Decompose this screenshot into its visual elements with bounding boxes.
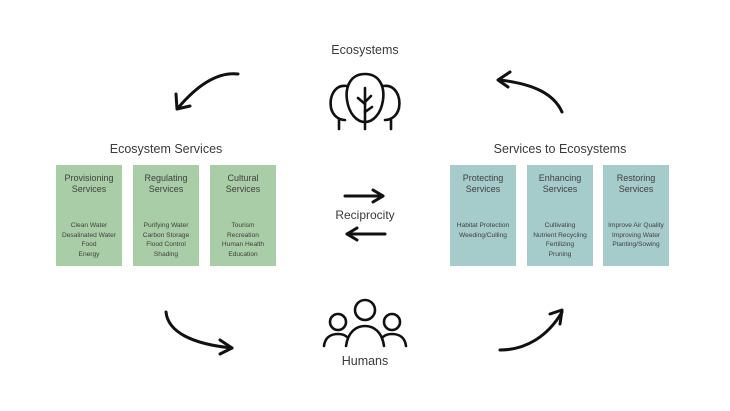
people-group-icon	[322, 298, 408, 348]
ecosystem-services-title: Ecosystem Services	[109, 142, 223, 156]
box-title: Services	[542, 184, 578, 194]
box-title: Enhancing	[538, 173, 582, 183]
box-item: Tourism	[231, 222, 255, 229]
box-item: Improving Water	[611, 231, 661, 239]
box-title: Protecting	[462, 173, 504, 183]
ecosystems-label: Ecosystems	[331, 43, 399, 57]
box-item: Cultivating	[544, 222, 576, 229]
curved-arrow-bottom-left-icon	[164, 310, 234, 356]
box-item: Improve Air Quality	[608, 222, 664, 229]
box-title: Provisioning	[64, 173, 114, 183]
box-item: Desalinated Water	[62, 231, 116, 239]
box-item: Education	[228, 250, 258, 258]
box-item: Human Health	[221, 241, 265, 248]
curved-arrow-top-left-icon	[174, 72, 240, 111]
box-item: Habitat Protection	[456, 222, 510, 229]
box-item: Planting/Sowing	[612, 241, 660, 248]
box-item: Fertilizing	[545, 241, 575, 248]
box-title: Services	[465, 184, 501, 194]
trees-icon	[329, 72, 401, 131]
curved-arrow-bottom-right-icon	[498, 308, 564, 352]
box-item: Flood Control	[146, 241, 186, 248]
box-title: Services	[618, 184, 654, 194]
services-to-ecosystems-title: Services to Ecosystems	[493, 142, 627, 156]
arrow-right-icon	[343, 188, 385, 204]
box-item: Shading	[153, 250, 179, 258]
box-item: Carbon Storage	[142, 231, 190, 239]
box-title: Services	[225, 184, 261, 194]
box-item: Food	[81, 241, 97, 248]
box-title: Restoring	[616, 173, 656, 183]
box-item: Nutrient Recycling	[533, 231, 587, 239]
curved-arrow-top-right-icon	[496, 70, 564, 114]
box-item: Pruning	[548, 250, 572, 258]
arrow-left-icon	[345, 226, 387, 242]
box-item: Purifying Water	[143, 222, 189, 229]
box-item: Weeding/Culling	[459, 231, 507, 239]
reciprocity-label: Reciprocity	[335, 208, 395, 222]
box-title: Services	[71, 184, 107, 194]
box-title: Services	[148, 184, 184, 194]
humans-label: Humans	[341, 354, 389, 368]
box-item: Recreation	[227, 231, 259, 239]
box-item: Energy	[78, 250, 100, 258]
box-title: Regulating	[144, 173, 188, 183]
box-title: Cultural	[227, 173, 259, 183]
box-item: Clean Water	[70, 222, 108, 229]
